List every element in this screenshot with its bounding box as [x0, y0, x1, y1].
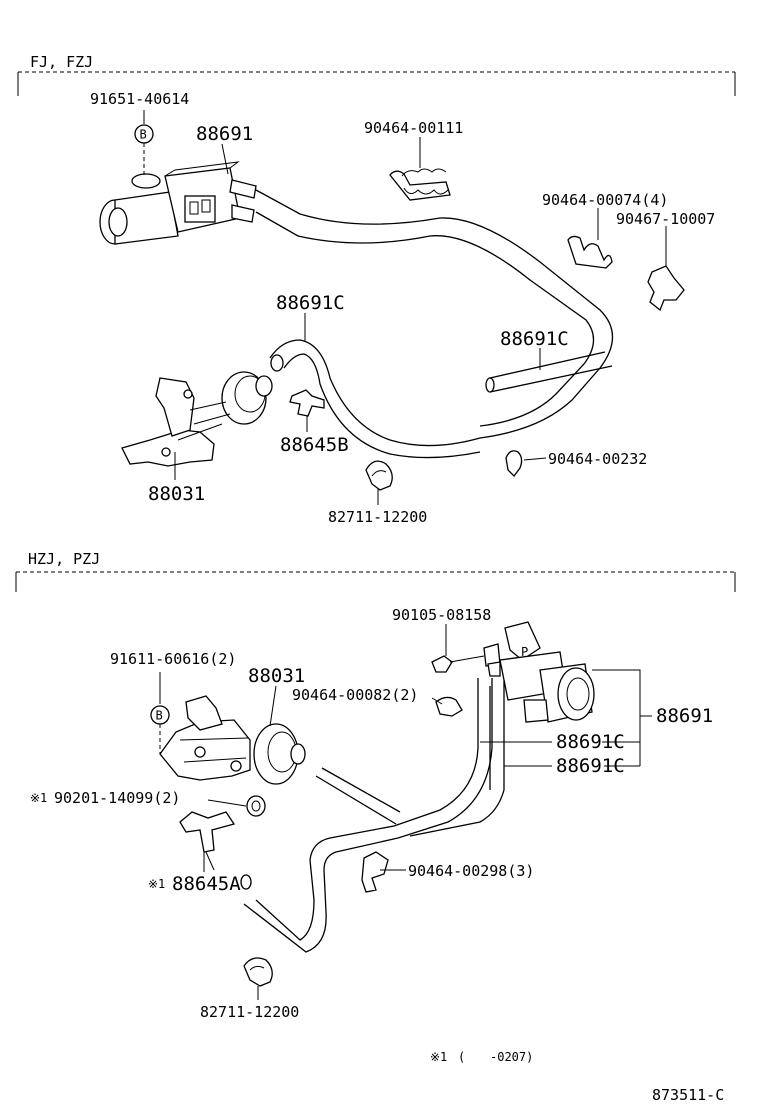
- gasket-90201-14099: [246, 795, 266, 817]
- label-82711-12200-bottom: 82711-12200: [200, 1003, 299, 1021]
- footnote-range: -0207): [490, 1050, 533, 1064]
- section-title-fj-fzj: FJ, FZJ: [30, 53, 93, 71]
- footnote-mark: ※1: [430, 1050, 447, 1064]
- label-88031-bottom: 88031: [248, 665, 305, 687]
- leader-88691-top: [221, 143, 229, 175]
- section-divider-bottom: [15, 571, 736, 592]
- leader-90464-00082: [431, 697, 443, 705]
- label-88031-top: 88031: [148, 483, 205, 505]
- vacuum-hose-short-top: [485, 351, 613, 393]
- label-91611-60616: 91611-60616(2): [110, 650, 236, 668]
- bolt-badge-top: B: [134, 110, 154, 175]
- bolt-90105-08158: [431, 655, 485, 673]
- hose-clip-90464-00111: [389, 168, 451, 201]
- label-88691-top: 88691: [196, 123, 253, 145]
- label-90464-00074: 90464-00074(4): [542, 191, 668, 209]
- valve-mark-P: P: [521, 645, 528, 659]
- leader-88031-bottom: [269, 685, 277, 727]
- note-mark-88645A: ※1: [148, 877, 165, 891]
- label-88691-bottom: 88691: [656, 705, 713, 727]
- clip-90464-00082: [435, 696, 463, 717]
- vsv-solenoid-valve-top: [99, 161, 257, 245]
- label-88691C-b-top: 88691C: [500, 328, 569, 350]
- bolt-badge-bottom: B: [150, 672, 170, 754]
- label-90467-10007: 90467-10007: [616, 210, 715, 228]
- label-88691C-a-bottom: 88691C: [556, 731, 625, 753]
- three-way-union-88645B: [289, 389, 325, 417]
- label-90105-08158: 90105-08158: [392, 606, 491, 624]
- hose-clamp-82711-top: [365, 460, 393, 491]
- label-90464-00232: 90464-00232: [548, 450, 647, 468]
- leader-90201: [207, 799, 247, 807]
- hose-clip-90464-00298: [361, 851, 389, 893]
- label-90201-14099: 90201-14099(2): [54, 789, 180, 807]
- vacuum-actuator-top: [121, 371, 273, 467]
- label-90464-00298: 90464-00298(3): [408, 862, 534, 880]
- section-title-hzj-pzj: HZJ, PZJ: [28, 550, 100, 568]
- vacuum-hose-long-top: [255, 189, 613, 439]
- label-88645B: 88645B: [280, 434, 349, 456]
- label-88691C-a-top: 88691C: [276, 292, 345, 314]
- label-91651-40614: 91651-40614: [90, 90, 189, 108]
- vacuum-hoses-bottom: [240, 678, 505, 953]
- footnote-paren: (: [458, 1050, 465, 1064]
- leader-88691-bottom-bracket: [592, 669, 652, 767]
- fitting-88645A: [179, 811, 236, 871]
- section-divider-top: [17, 71, 736, 96]
- clamp-90467-10007: [647, 265, 685, 312]
- hose-clamp-82711-bottom: [243, 957, 273, 987]
- vacuum-actuator-bottom: [159, 695, 306, 785]
- label-88691C-b-bottom: 88691C: [556, 755, 625, 777]
- label-90464-00082: 90464-00082(2): [292, 686, 418, 704]
- vacuum-hose-to-actuator-top: [269, 339, 481, 459]
- note-mark-90201: ※1: [30, 791, 47, 805]
- vsv-solenoid-valve-bottom: P: [483, 621, 595, 723]
- label-88645A: 88645A: [172, 873, 241, 895]
- label-90464-00111: 90464-00111: [364, 119, 463, 137]
- diagram-code: 873511-C: [652, 1086, 724, 1104]
- leader-90464-00232: [523, 457, 547, 461]
- bolt-badge-top-text: B: [140, 128, 147, 142]
- label-82711-12200-top: 82711-12200: [328, 508, 427, 526]
- hose-clip-90464-00074: [567, 235, 613, 269]
- clip-90464-00232: [505, 450, 523, 477]
- bolt-badge-bottom-text: B: [156, 709, 163, 723]
